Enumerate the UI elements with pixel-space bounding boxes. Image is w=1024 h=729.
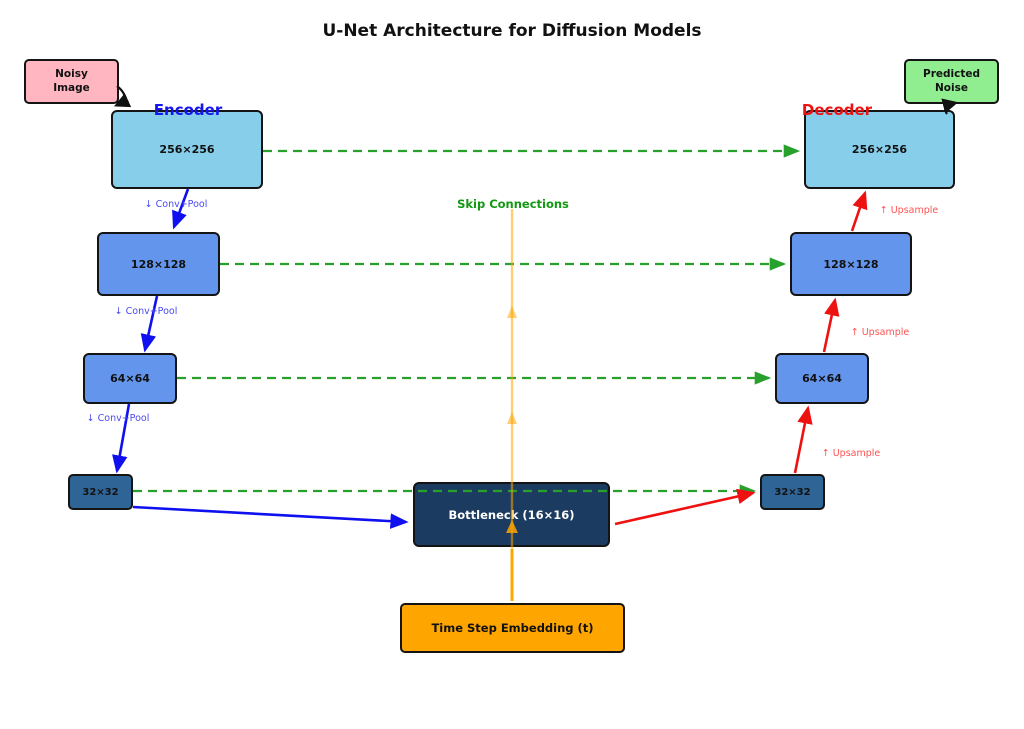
decoder-arrow-32-64 xyxy=(793,405,813,474)
upsample-label-1: ↑ Upsample xyxy=(879,205,939,216)
time-arrowhead-mid xyxy=(507,412,517,424)
decoder-block-64: 64×64 xyxy=(775,353,869,404)
conv-pool-label-2: ↓ Conv+Pool xyxy=(114,306,178,317)
time-arrowhead-top xyxy=(507,306,517,318)
encoder-heading: Encoder xyxy=(153,101,223,119)
conv-pool-label-3: ↓ Conv+Pool xyxy=(86,413,150,424)
skip-connections-label: Skip Connections xyxy=(457,197,569,211)
encoder-block-256: 256×256 xyxy=(111,110,263,189)
decoder-block-32: 32×32 xyxy=(760,474,825,510)
encoder-block-64: 64×64 xyxy=(83,353,177,404)
predicted-noise-node: Predicted Noise xyxy=(904,59,999,104)
decoder-block-256: 256×256 xyxy=(804,110,955,189)
encoder-arrow-128-64 xyxy=(140,295,159,353)
decoder-arrow-64-128 xyxy=(822,297,840,353)
bottleneck-node: Bottleneck (16×16) xyxy=(413,482,610,547)
diagram-title: U-Net Architecture for Diffusion Models xyxy=(322,21,702,41)
encoder-block-128: 128×128 xyxy=(97,232,220,296)
upsample-label-2: ↑ Upsample xyxy=(850,327,910,338)
decoder-block-128: 128×128 xyxy=(790,232,912,296)
upsample-label-3: ↑ Upsample xyxy=(821,448,881,459)
encoder-block-32: 32×32 xyxy=(68,474,133,510)
time-embedding-node: Time Step Embedding (t) xyxy=(400,603,625,653)
noisy-image-node: Noisy Image xyxy=(24,59,119,104)
encoder-arrow-32-bottleneck xyxy=(132,505,409,529)
conv-pool-label-1: ↓ Conv+Pool xyxy=(144,199,208,210)
decoder-heading: Decoder xyxy=(801,101,873,119)
decoder-arrow-bottleneck-32 xyxy=(614,488,756,526)
